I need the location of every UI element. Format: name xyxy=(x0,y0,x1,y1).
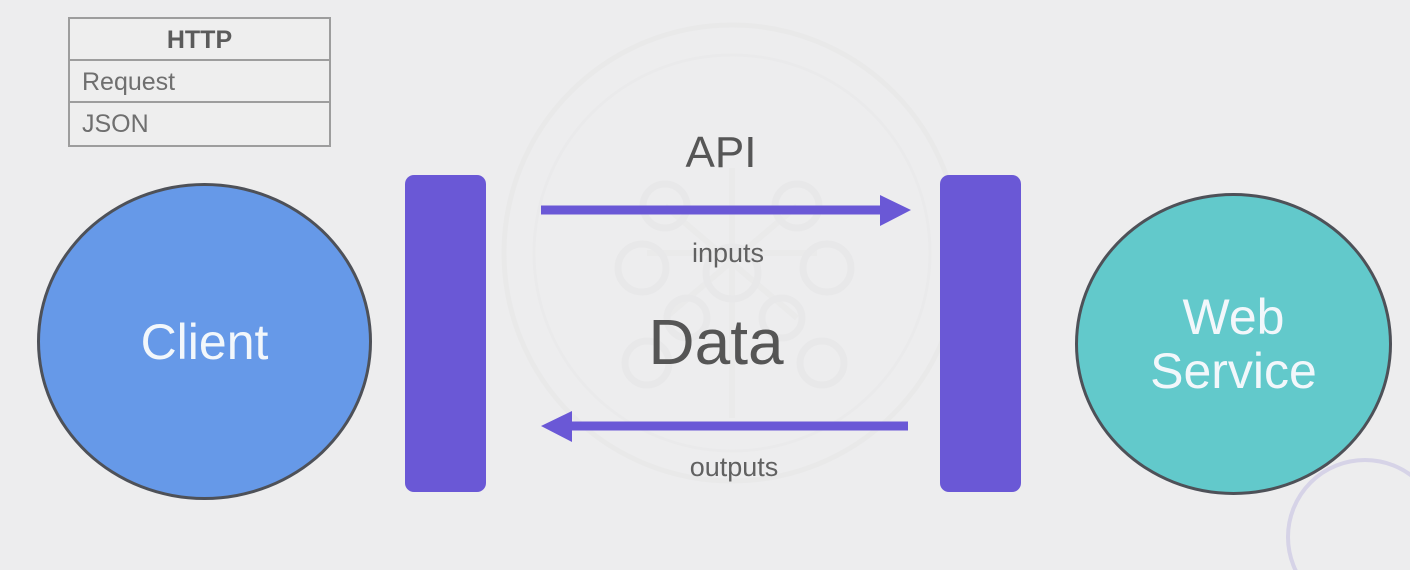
service-interface-bar xyxy=(940,175,1021,492)
http-table-header: HTTP xyxy=(70,19,329,61)
web-service-node-label-line1: Web xyxy=(1182,289,1285,345)
web-service-node-label-line2: Service xyxy=(1150,343,1317,399)
api-title: API xyxy=(685,128,757,177)
inputs-label: inputs xyxy=(691,238,765,268)
http-table-row: Request xyxy=(70,61,329,103)
http-table-row: JSON xyxy=(82,110,149,138)
arrow-left-icon xyxy=(541,411,908,442)
client-node: Client xyxy=(37,183,372,500)
data-label: Data xyxy=(648,306,784,378)
http-table: HTTP Request JSON xyxy=(68,17,331,147)
arrow-right-icon xyxy=(541,195,911,226)
outputs-label: outputs xyxy=(689,452,779,482)
client-interface-bar xyxy=(405,175,486,492)
web-service-node: Web Service xyxy=(1075,193,1392,495)
client-node-label: Client xyxy=(140,313,269,370)
